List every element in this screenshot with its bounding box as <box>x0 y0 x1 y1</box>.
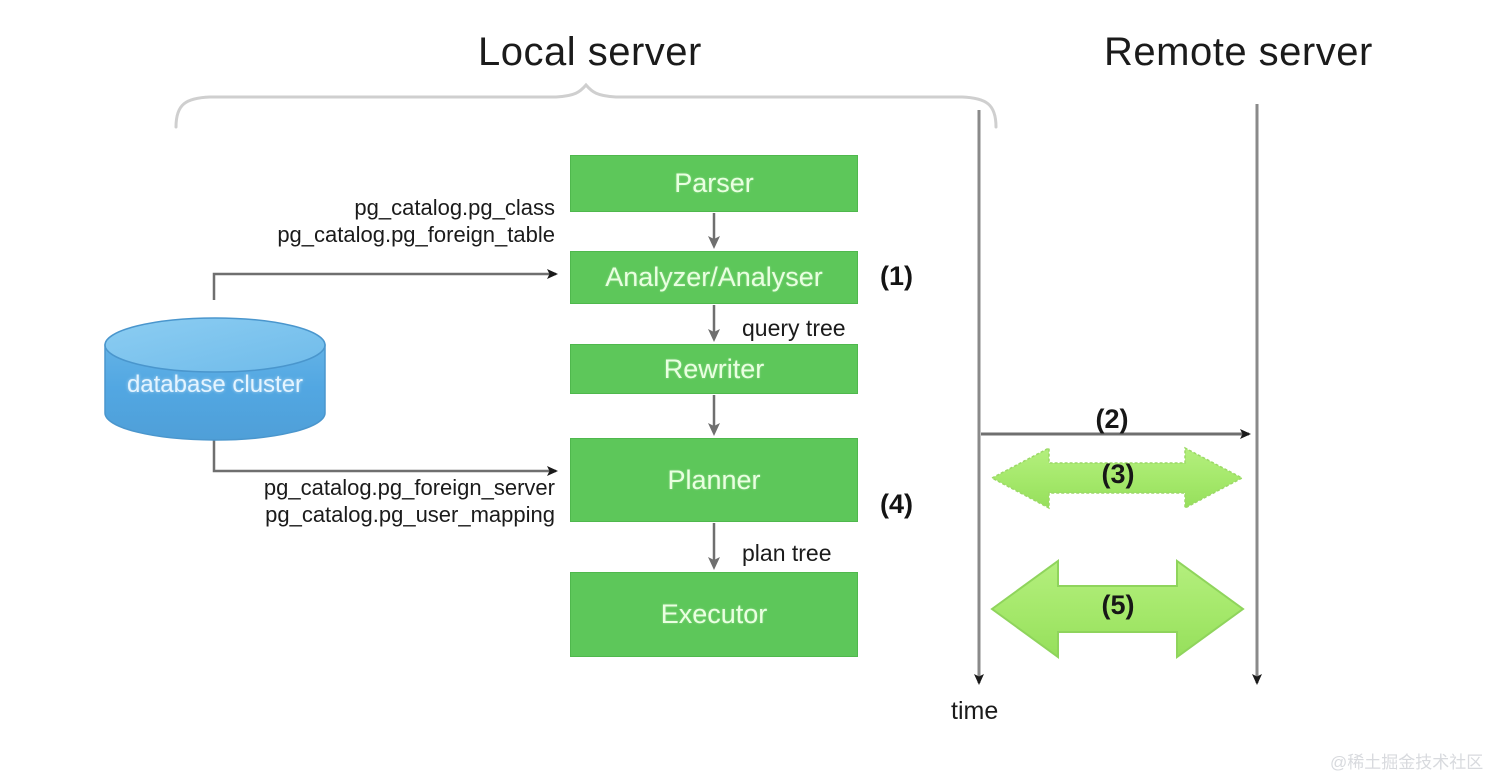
process-box-rewriter[interactable]: Rewriter <box>570 344 858 394</box>
process-box-executor[interactable]: Executor <box>570 572 858 657</box>
catalog-lookup-line: pg_catalog.pg_foreign_table <box>277 222 555 247</box>
process-box-planner[interactable]: Planner <box>570 438 858 522</box>
catalog-lookup-line: pg_catalog.pg_user_mapping <box>265 502 555 527</box>
step-3-exchange-arrow <box>990 446 1244 510</box>
catalog-lookup-label-planner: pg_catalog.pg_foreign_server pg_catalog.… <box>160 474 555 528</box>
process-box-parser[interactable]: Parser <box>570 155 858 212</box>
page-title-remote-server: Remote server <box>1104 30 1373 74</box>
edge-label-query-tree: query tree <box>742 315 846 341</box>
step-number-5: (5) <box>1101 590 1135 620</box>
database-cluster-cylinder <box>104 317 326 441</box>
step-number-4: (4) <box>880 489 913 519</box>
page-title-local-server: Local server <box>478 30 702 74</box>
time-axis-label: time <box>951 697 999 725</box>
catalog-lookup-line: pg_catalog.pg_class <box>354 195 555 220</box>
local-server-brace <box>174 82 998 129</box>
catalog-lookup-label-analyzer: pg_catalog.pg_class pg_catalog.pg_foreig… <box>160 194 555 248</box>
step-number-2: (2) <box>1095 404 1129 434</box>
step-number-3: (3) <box>1101 459 1135 489</box>
step-number-1: (1) <box>880 261 913 291</box>
edge-label-plan-tree: plan tree <box>742 540 832 566</box>
step-5-exchange-arrow <box>990 559 1245 659</box>
catalog-lookup-line: pg_catalog.pg_foreign_server <box>263 475 555 500</box>
watermark: @稀土掘金技术社区 <box>1330 753 1484 772</box>
process-box-analyzer[interactable]: Analyzer/Analyser <box>570 251 858 304</box>
